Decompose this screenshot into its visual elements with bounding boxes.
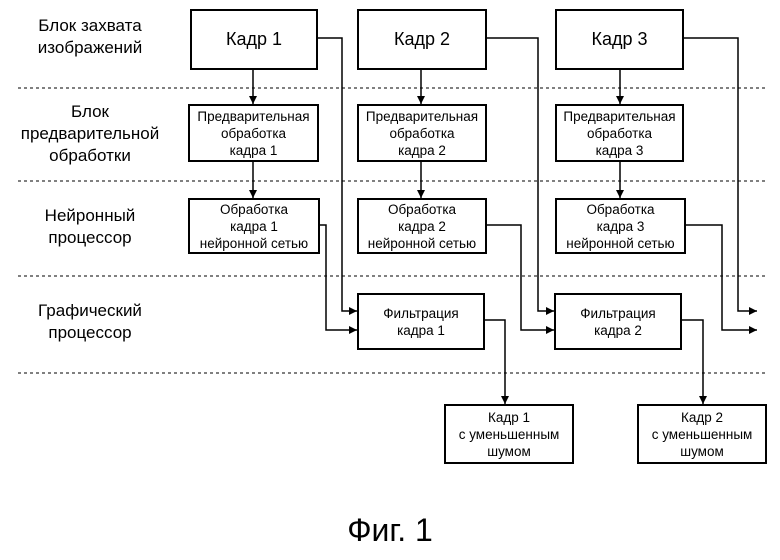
box-line: шумом	[487, 443, 531, 460]
arrow-neural-1-to-filtration-1	[320, 225, 357, 330]
capture-frame-2: Кадр 2	[357, 9, 487, 70]
arrow-neural-3-out	[686, 225, 757, 330]
box-line: кадра 2	[398, 218, 446, 235]
neural-frame-3: Обработка кадра 3 нейронной сетью	[555, 198, 686, 254]
neural-frame-1: Обработка кадра 1 нейронной сетью	[188, 198, 320, 254]
neural-frame-2: Обработка кадра 2 нейронной сетью	[357, 198, 487, 254]
box-line: с уменьшенным	[652, 426, 753, 443]
box-line: с уменьшенным	[459, 426, 560, 443]
box-line: Предварительная	[366, 108, 478, 125]
capture-frame-label: Кадр 2	[394, 29, 450, 50]
box-line: обработка	[587, 125, 652, 142]
box-line: Кадр 1	[488, 409, 530, 426]
box-line: Предварительная	[197, 108, 309, 125]
capture-frame-1: Кадр 1	[190, 9, 318, 70]
arrow-frame-1-to-filtration-1	[318, 38, 357, 311]
arrow-frame-3-out	[684, 38, 757, 311]
box-line: Обработка	[388, 201, 456, 218]
box-line: нейронной сетью	[200, 235, 308, 252]
capture-frame-label: Кадр 1	[226, 29, 282, 50]
output-frame-2: Кадр 2 с уменьшенным шумом	[637, 404, 767, 464]
arrow-filtration-2-to-output-2	[682, 320, 703, 404]
box-line: кадра 3	[597, 218, 645, 235]
box-line: кадра 1	[397, 322, 445, 339]
lane-label-line: Блок	[71, 102, 109, 121]
lane-label-line: процессор	[48, 323, 131, 342]
lane-label-neural: Нейронный процессор	[0, 205, 180, 249]
box-line: шумом	[680, 443, 724, 460]
box-line: кадра 1	[230, 218, 278, 235]
box-line: Фильтрация	[580, 305, 655, 322]
lane-label-capture: Блок захвата изображений	[0, 15, 180, 59]
lane-label-line: изображений	[38, 38, 142, 57]
box-line: кадра 2	[594, 322, 642, 339]
box-line: обработка	[221, 125, 286, 142]
capture-frame-3: Кадр 3	[555, 9, 684, 70]
lane-label-line: Блок захвата	[38, 16, 141, 35]
filter-frame-2: Фильтрация кадра 2	[554, 293, 682, 350]
arrow-neural-2-to-filtration-2	[487, 225, 554, 330]
figure-caption: Фиг. 1	[0, 512, 780, 549]
box-line: нейронной сетью	[566, 235, 674, 252]
box-line: кадра 1	[230, 142, 278, 159]
box-line: Фильтрация	[383, 305, 458, 322]
box-line: обработка	[389, 125, 454, 142]
preprocess-frame-1: Предварительная обработка кадра 1	[188, 104, 319, 162]
lane-label-graphics: Графический процессор	[0, 300, 180, 344]
box-line: Обработка	[220, 201, 288, 218]
lane-label-line: процессор	[48, 228, 131, 247]
lane-label-line: Нейронный	[45, 206, 136, 225]
box-line: Обработка	[586, 201, 654, 218]
preprocess-frame-3: Предварительная обработка кадра 3	[555, 104, 684, 162]
capture-frame-label: Кадр 3	[591, 29, 647, 50]
preprocess-frame-2: Предварительная обработка кадра 2	[357, 104, 487, 162]
arrow-filtration-1-to-output-1	[485, 320, 505, 404]
lane-label-line: предварительной	[21, 124, 160, 143]
box-line: кадра 3	[596, 142, 644, 159]
box-line: кадра 2	[398, 142, 446, 159]
box-line: нейронной сетью	[368, 235, 476, 252]
lane-label-line: обработки	[49, 146, 131, 165]
filter-frame-1: Фильтрация кадра 1	[357, 293, 485, 350]
lane-label-preprocess: Блок предварительной обработки	[0, 101, 180, 167]
box-line: Кадр 2	[681, 409, 723, 426]
box-line: Предварительная	[563, 108, 675, 125]
output-frame-1: Кадр 1 с уменьшенным шумом	[444, 404, 574, 464]
lane-label-line: Графический	[38, 301, 142, 320]
